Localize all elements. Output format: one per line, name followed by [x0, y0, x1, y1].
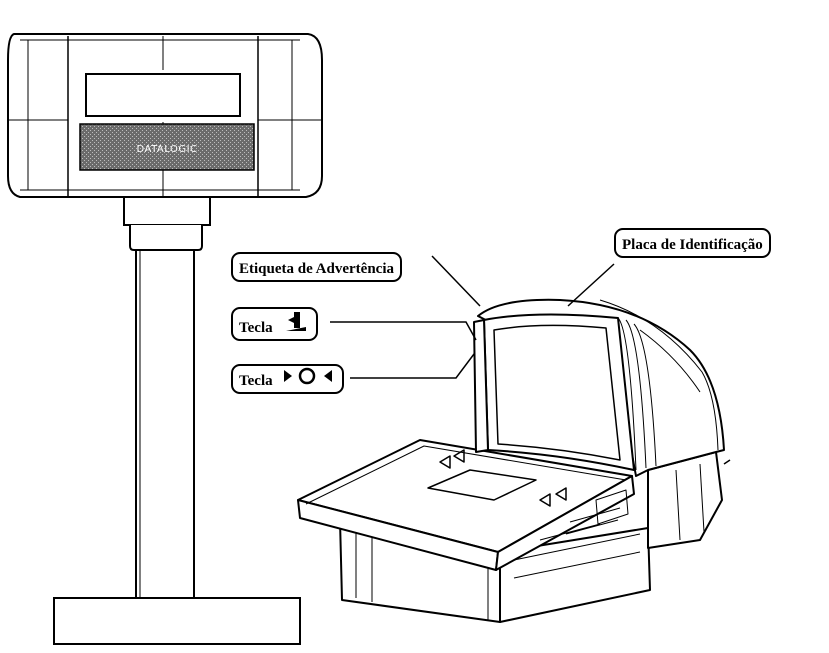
brand-logo: DATALOGIC: [136, 144, 197, 155]
brand-panel: [79, 123, 255, 171]
leader-lines: [330, 255, 615, 379]
callout-volume-key: Tecla: [231, 307, 319, 341]
callout-warning-label: Etiqueta de Advertência: [231, 252, 402, 282]
callout-reset-key-text: Tecla: [239, 373, 273, 389]
callout-volume-key-text: Tecla: [239, 319, 273, 336]
volume-icon: [282, 309, 310, 348]
display-pole: [135, 249, 195, 599]
display-neck: [123, 196, 211, 226]
customer-display-unit: DATALOGIC: [7, 33, 323, 645]
callout-id-plate: Placa de Identificação: [614, 228, 771, 258]
play-circle-rewind-icon: [282, 366, 336, 397]
callout-id-plate-text: Placa de Identificação: [622, 237, 763, 253]
leader-reset-key: [350, 353, 475, 379]
display-base: [53, 597, 301, 645]
scanner-scale: [297, 298, 731, 623]
leader-volume-key: [330, 321, 477, 341]
leader-id-plate: [567, 263, 615, 307]
leader-warning-label: [431, 255, 481, 307]
horizontal-scan-window: [427, 469, 537, 501]
display-screen: [85, 73, 241, 117]
vertical-scan-window: [483, 313, 635, 471]
callout-reset-key: Tecla: [231, 364, 345, 397]
callout-warning-label-text: Etiqueta de Advertência: [239, 261, 394, 277]
